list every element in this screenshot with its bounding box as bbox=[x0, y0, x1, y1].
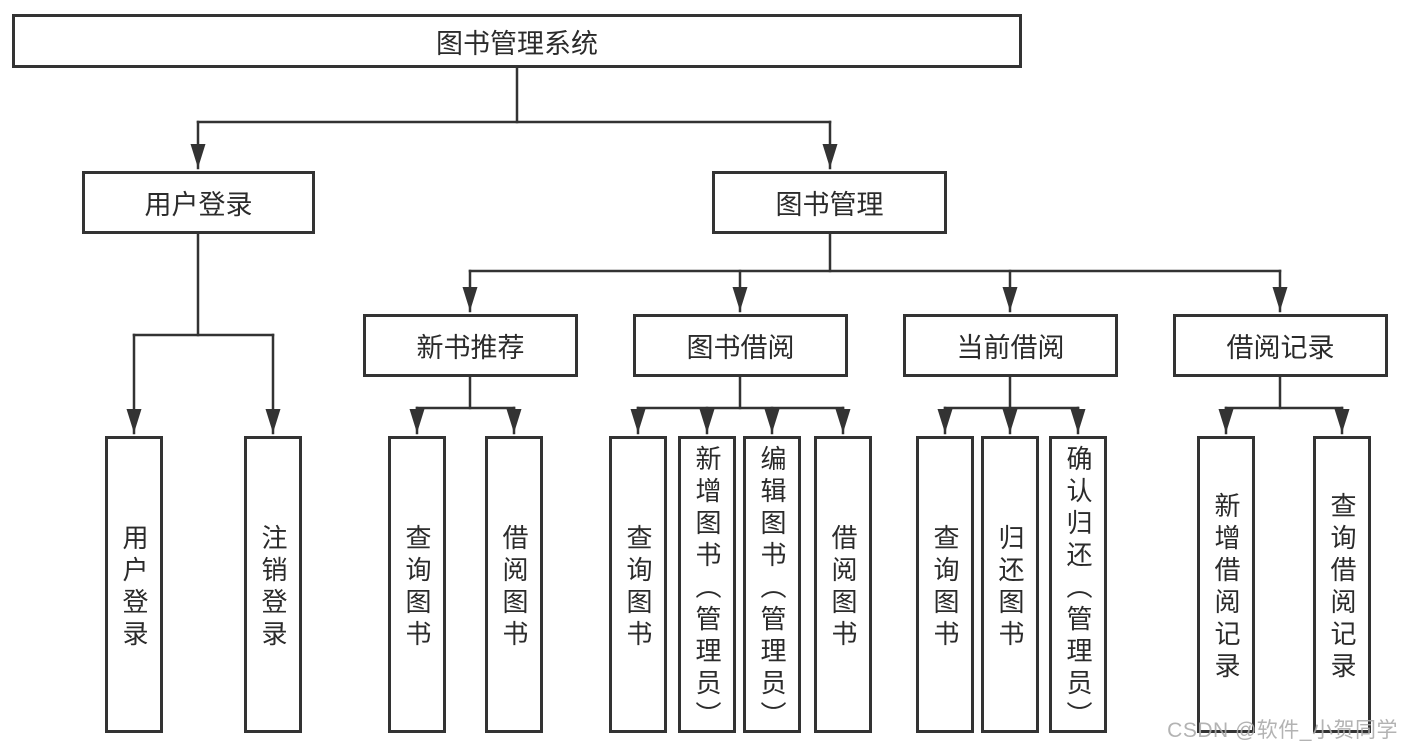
leaf-query-borrow-record: 查询借阅记录 bbox=[1313, 436, 1371, 733]
node-user-login: 用户登录 bbox=[82, 171, 315, 234]
leaf-return-books: 归还图书 bbox=[981, 436, 1039, 733]
leaf-query-books-current: 查询图书 bbox=[916, 436, 974, 733]
csdn-watermark: CSDN @软件_小贺同学 bbox=[1167, 719, 1398, 742]
node-label: 新增图书（管理员） bbox=[692, 445, 722, 733]
node-label: 归还图书 bbox=[995, 523, 1025, 652]
leaf-query-books-borrow: 查询图书 bbox=[609, 436, 667, 733]
node-label: 查询图书 bbox=[623, 523, 653, 652]
node-label: 查询图书 bbox=[402, 523, 432, 652]
leaf-add-borrow-record: 新增借阅记录 bbox=[1197, 436, 1255, 733]
node-label: 用户登录 bbox=[119, 523, 149, 652]
leaf-borrow-books-recommend: 借阅图书 bbox=[485, 436, 543, 733]
node-label: 查询借阅记录 bbox=[1327, 491, 1357, 684]
node-label: 新书推荐 bbox=[416, 333, 525, 363]
node-label: 图书管理 bbox=[775, 190, 884, 220]
connector-book-management-to-level3 bbox=[462, 232, 1288, 313]
connector-borrow-records-children bbox=[1218, 375, 1350, 435]
leaf-edit-books-admin: 编辑图书（管理员） bbox=[743, 436, 801, 733]
leaf-confirm-return-admin: 确认归还（管理员） bbox=[1049, 436, 1107, 733]
node-current-borrow: 当前借阅 bbox=[903, 314, 1118, 377]
node-label: 注销登录 bbox=[258, 523, 288, 652]
node-label: 借阅图书 bbox=[499, 523, 529, 652]
leaf-user-login: 用户登录 bbox=[105, 436, 163, 733]
node-label: 确认归还（管理员） bbox=[1063, 445, 1093, 733]
node-label: 借阅图书 bbox=[828, 523, 858, 652]
leaf-borrow-books: 借阅图书 bbox=[814, 436, 872, 733]
leaf-add-books-admin: 新增图书（管理员） bbox=[678, 436, 736, 733]
connector-book-borrow-children bbox=[630, 375, 851, 435]
node-label: 查询图书 bbox=[930, 523, 960, 652]
connector-new-book-children bbox=[409, 375, 522, 435]
node-borrow-records: 借阅记录 bbox=[1173, 314, 1388, 377]
connector-root-to-level2 bbox=[190, 66, 838, 170]
connector-user-login-children bbox=[126, 232, 281, 435]
node-book-management: 图书管理 bbox=[712, 171, 947, 234]
node-label: 新增借阅记录 bbox=[1211, 491, 1241, 684]
node-label: 当前借阅 bbox=[956, 333, 1065, 363]
node-label: 借阅记录 bbox=[1226, 333, 1335, 363]
node-label: 图书借阅 bbox=[686, 333, 795, 363]
leaf-query-books-recommend: 查询图书 bbox=[388, 436, 446, 733]
node-root-system: 图书管理系统 bbox=[12, 14, 1022, 68]
leaf-logout: 注销登录 bbox=[244, 436, 302, 733]
node-new-book-recommend: 新书推荐 bbox=[363, 314, 578, 377]
node-label: 编辑图书（管理员） bbox=[757, 445, 787, 733]
connector-current-borrow-children bbox=[937, 375, 1086, 435]
node-label: 图书管理系统 bbox=[436, 28, 598, 59]
node-label: 用户登录 bbox=[144, 190, 253, 220]
node-book-borrow: 图书借阅 bbox=[633, 314, 848, 377]
